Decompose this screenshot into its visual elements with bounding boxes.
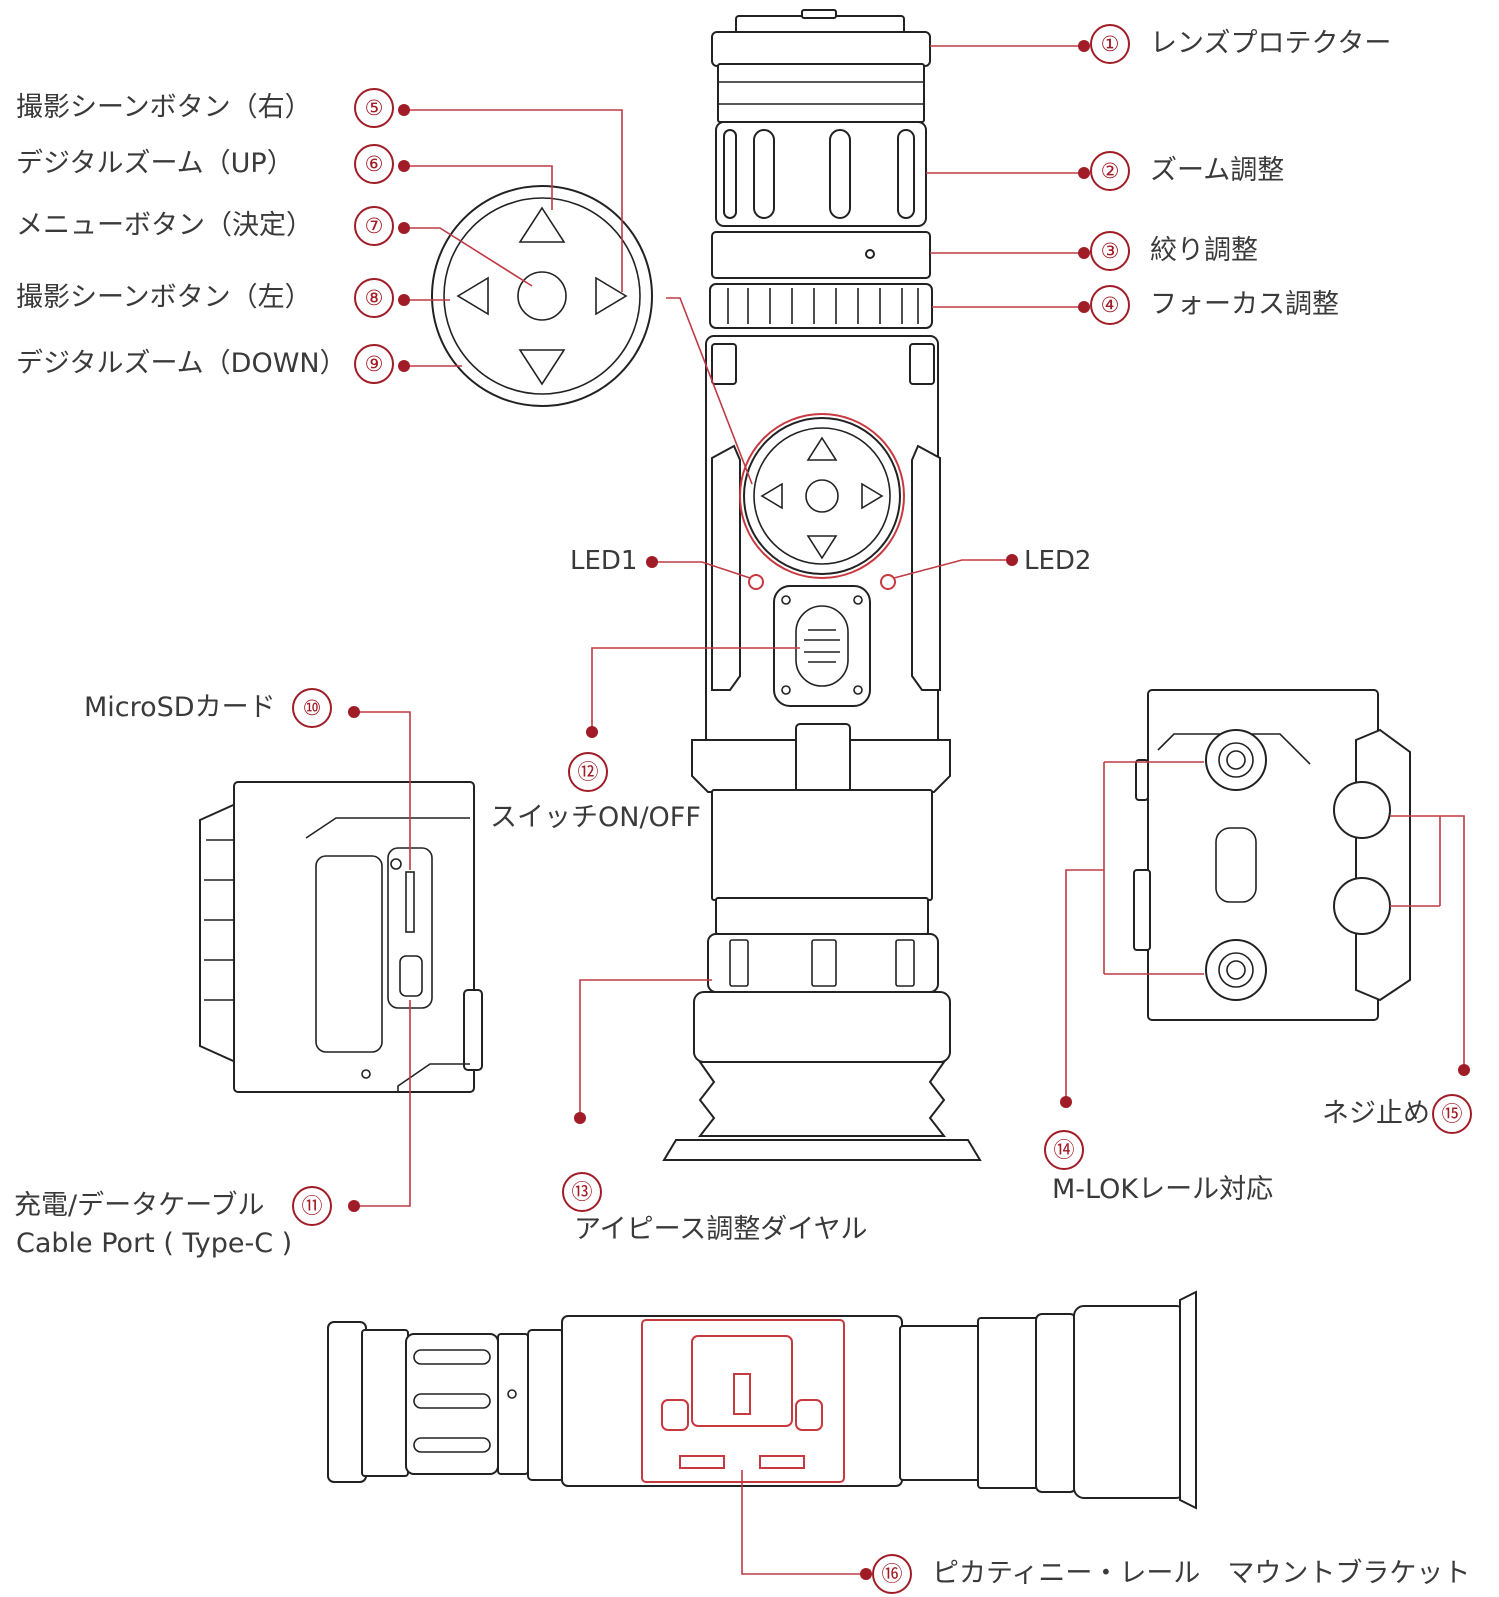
callout-1-number: ① [1090,24,1130,64]
button-closeup [431,185,653,407]
callout-11-number: ⑪ [292,1186,332,1226]
callout-13-number: ⑬ [562,1172,602,1212]
callout-2-label: ズーム調整 [1150,155,1285,186]
bottom-view [327,1290,1197,1510]
callout-7-number: ⑦ [354,206,394,246]
callout-8-number: ⑧ [354,278,394,318]
callout-14-label: M-LOKレール対応 [1052,1174,1274,1205]
callout-7-label: メニューボタン（決定） [16,210,313,241]
left-side-view [199,781,483,1093]
callout-3-number: ③ [1090,231,1130,271]
callout-5-number: ⑤ [354,88,394,128]
led2-label: LED2 [1024,546,1092,576]
callout-6-label: デジタルズーム（UP） [16,148,294,179]
callout-15-label: ネジ止め [1322,1098,1430,1129]
right-side-view [1133,689,1411,1021]
callout-9-number: ⑨ [354,344,394,384]
callout-5-label: 撮影シーンボタン（右） [16,92,312,123]
callout-1-label: レンズプロテクター [1150,28,1392,59]
callout-2-number: ② [1090,151,1130,191]
callout-8-label: 撮影シーンボタン（左） [16,282,312,313]
callout-3-label: 絞り調整 [1150,235,1258,266]
callout-16-label: ピカティニー・レール マウントブラケット [932,1558,1471,1589]
callout-9-label: デジタルズーム（DOWN） [16,348,347,379]
callout-11-sublabel: Cable Port ( Type-C ) [16,1228,293,1259]
callout-11-label: 充電/データケーブル [14,1190,265,1221]
callout-14-number: ⑭ [1044,1130,1084,1170]
callout-6-number: ⑥ [354,144,394,184]
callout-10-label: MicroSDカード [84,692,276,723]
callout-16-number: ⑯ [872,1554,912,1594]
callout-12-number: ⑫ [568,752,608,792]
callout-4-label: フォーカス調整 [1150,289,1339,320]
callout-4-number: ④ [1090,285,1130,325]
leader-lines [354,45,1465,1575]
led1-label: LED1 [570,546,638,576]
callout-15-number: ⑮ [1432,1094,1472,1134]
callout-10-number: ⑩ [292,688,332,728]
main-scope [662,9,982,1161]
callout-13-label: アイピース調整ダイヤル [574,1214,868,1245]
callout-12-label: スイッチON/OFF [490,802,701,833]
